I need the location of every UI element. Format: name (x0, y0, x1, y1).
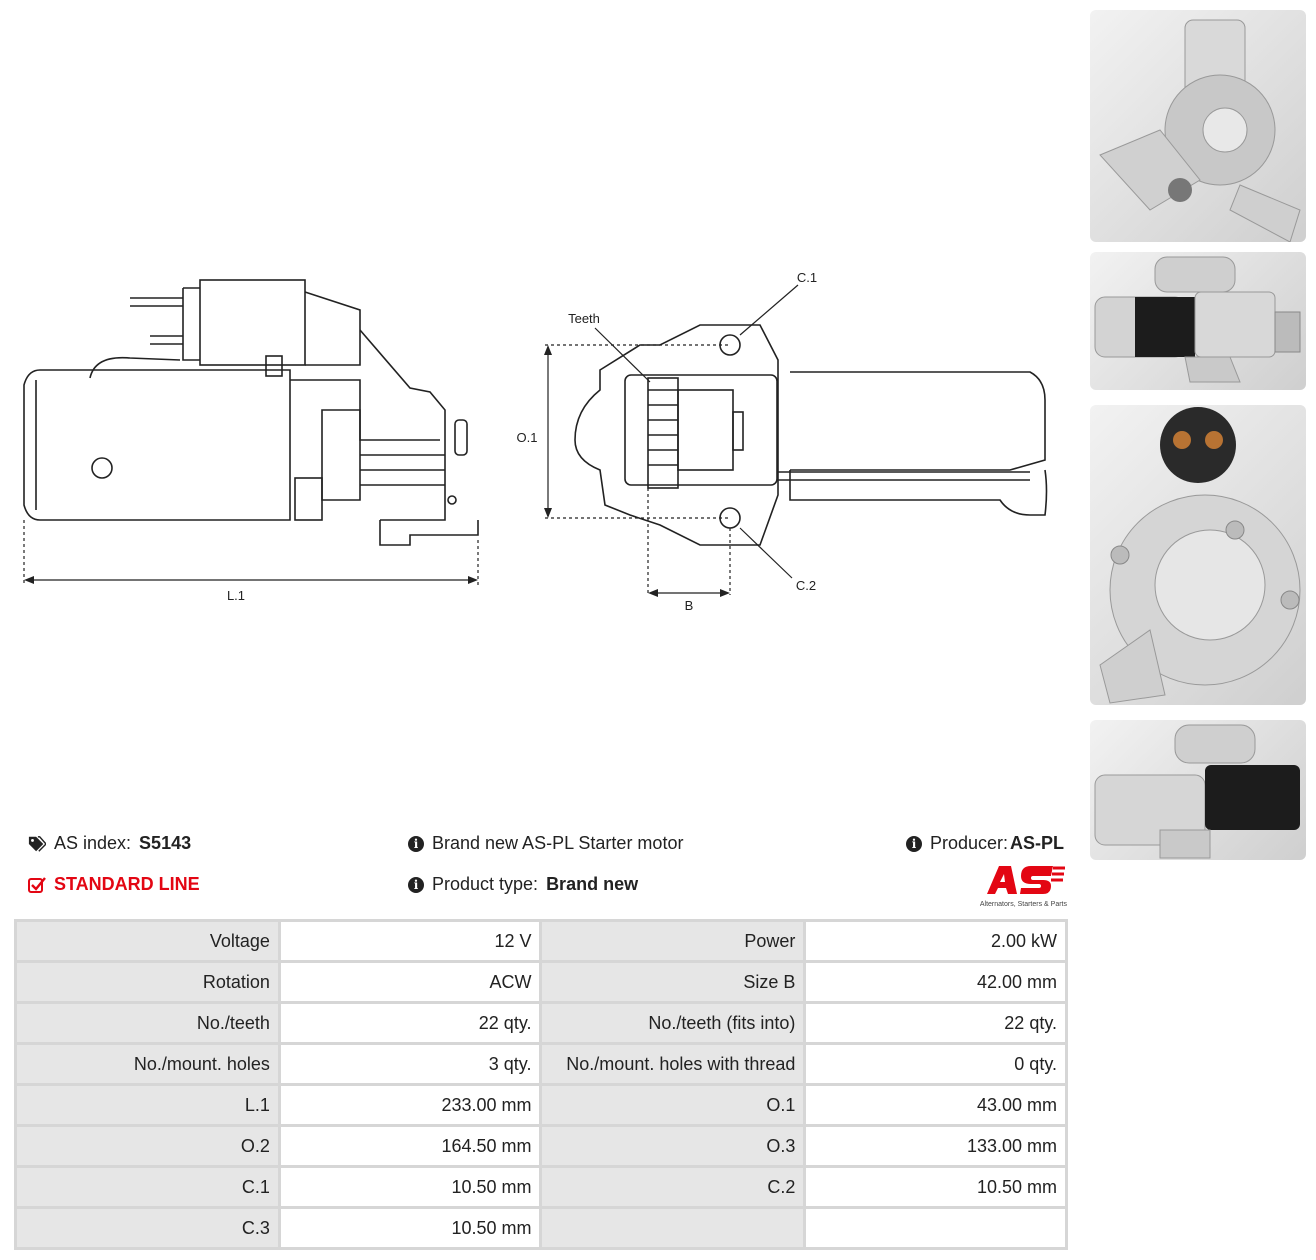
producer: i Producer: AS-PL (906, 833, 1064, 854)
side-view-drawing: L.1 (23, 279, 479, 603)
c1-dimension-label: C.1 (797, 270, 817, 285)
spec-label: No./teeth (17, 1004, 278, 1042)
spec-value: 22 qty. (280, 1004, 540, 1042)
spec-label: Power (542, 922, 804, 960)
checkbox-checked-icon (28, 876, 46, 894)
as-index-label: AS index: (54, 833, 132, 853)
spec-label: No./mount. holes (17, 1045, 278, 1083)
length-dimension-label: L.1 (227, 588, 245, 603)
spec-value: 10.50 mm (806, 1168, 1065, 1206)
spec-label: Voltage (17, 922, 278, 960)
spec-value (806, 1209, 1065, 1247)
product-type-value: Brand new (546, 874, 639, 894)
starter-photo-side[interactable] (1090, 252, 1306, 390)
spec-label: C.3 (17, 1209, 278, 1247)
standard-line-label: STANDARD LINE (54, 874, 200, 894)
standard-line-badge: STANDARD LINE (28, 874, 200, 895)
spec-label: L.1 (17, 1086, 278, 1124)
teeth-label: Teeth (568, 311, 600, 326)
product-type: i Product type: Brand new (408, 874, 638, 895)
spec-value: 12 V (280, 922, 540, 960)
spec-value: 10.50 mm (280, 1209, 540, 1247)
product-description: i Brand new AS-PL Starter motor (408, 833, 683, 854)
spec-value: 2.00 kW (806, 922, 1065, 960)
starter-photo-top[interactable] (1090, 10, 1306, 242)
info-icon: i (906, 835, 922, 852)
spec-value: 22 qty. (806, 1004, 1065, 1042)
info-icon: i (408, 876, 424, 893)
producer-label: Producer: (930, 833, 1009, 853)
spec-value: 10.50 mm (280, 1168, 540, 1206)
logo-tagline: Alternators, Starters & Parts (979, 901, 1067, 908)
spec-value: 133.00 mm (806, 1127, 1065, 1165)
product-description-text: Brand new AS-PL Starter motor (432, 833, 684, 853)
product-type-label: Product type: (432, 874, 539, 894)
spec-value: ACW (280, 963, 540, 1001)
spec-label: Size B (542, 963, 804, 1001)
starter-photo-angled[interactable] (1090, 720, 1306, 860)
as-pl-logo: Alternators, Starters & Parts (965, 864, 1067, 908)
spec-label: C.2 (542, 1168, 804, 1206)
spec-label: Rotation (17, 963, 278, 1001)
spec-value: 43.00 mm (806, 1086, 1065, 1124)
as-index-value: S5143 (139, 833, 192, 853)
spec-value: 3 qty. (280, 1045, 540, 1083)
info-icon: i (408, 835, 424, 852)
technical-drawing: L.1 C.1 C.2 Teeth O.1 B (23, 270, 1048, 613)
b-dimension-label: B (685, 598, 694, 613)
spec-value: 0 qty. (806, 1045, 1065, 1083)
spec-label (542, 1209, 804, 1247)
spec-value: 164.50 mm (280, 1127, 540, 1165)
c2-dimension-label: C.2 (796, 578, 816, 593)
spec-label: O.2 (17, 1127, 278, 1165)
producer-value: AS-PL (1010, 833, 1065, 853)
spec-label: No./mount. holes with thread (542, 1045, 804, 1083)
spec-value: 233.00 mm (280, 1086, 540, 1124)
o1-dimension-label: O.1 (517, 430, 538, 445)
spec-label: C.1 (17, 1168, 278, 1206)
spec-label: O.1 (542, 1086, 804, 1124)
spec-value: 42.00 mm (806, 963, 1065, 1001)
tags-icon (28, 835, 46, 853)
as-index: AS index: S5143 (28, 833, 191, 854)
starter-photo-front[interactable] (1090, 405, 1306, 705)
front-view-drawing: C.1 C.2 Teeth O.1 B (517, 270, 1048, 613)
spec-label: O.3 (542, 1127, 804, 1165)
spec-label: No./teeth (fits into) (542, 1004, 804, 1042)
